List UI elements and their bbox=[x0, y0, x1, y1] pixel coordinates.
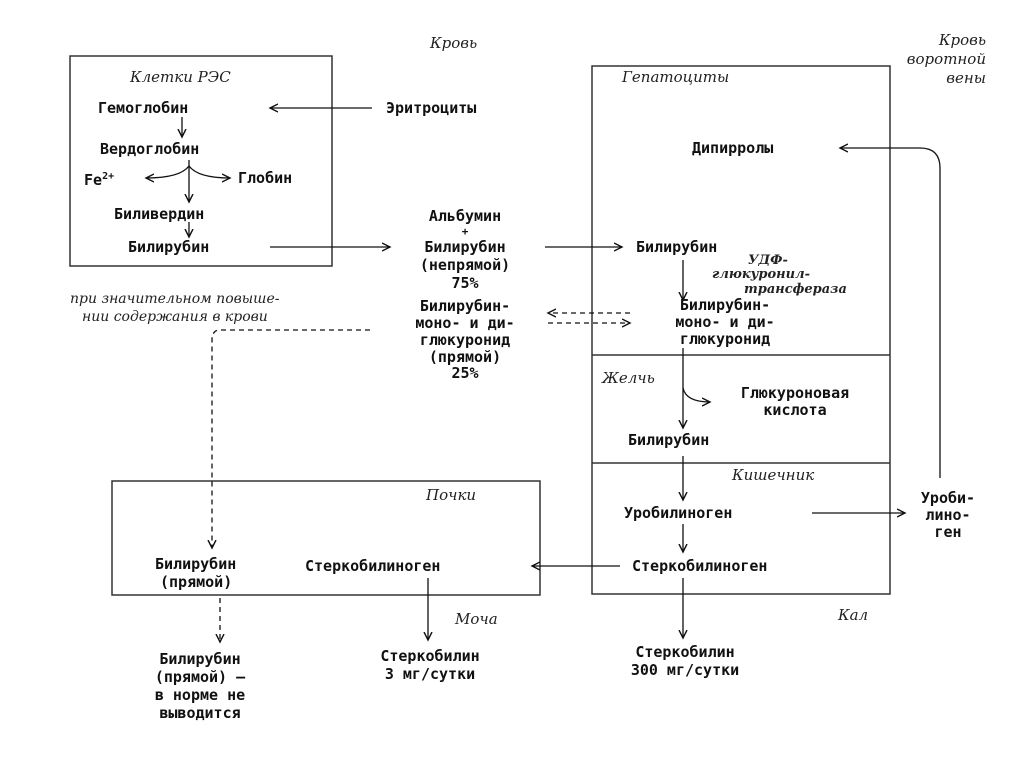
arrow-portal-dipyrroles bbox=[840, 148, 941, 478]
blood-label: Кровь bbox=[430, 34, 478, 52]
portal-blood-label-1: Кровь bbox=[938, 31, 986, 49]
dipyrroles: Дипирролы bbox=[692, 139, 774, 157]
liver-bilirubin: Билирубин bbox=[636, 238, 718, 256]
portal-blood-label-3: вены bbox=[946, 69, 986, 87]
intestine-label: Кишечник bbox=[732, 466, 815, 484]
blood-glucuronide-2: моно- и ди- bbox=[415, 314, 515, 332]
arrow-fe bbox=[146, 165, 190, 178]
urine-bilirubin-3: в норме не bbox=[154, 686, 246, 704]
hepatocytes-label: Гепатоциты bbox=[622, 68, 730, 86]
liver-glucuronide-2: моно- и ди- bbox=[675, 313, 775, 331]
kidney-bilirubin: Билирубин bbox=[155, 555, 237, 573]
erythrocytes: Эритроциты bbox=[386, 99, 477, 117]
portal-urobilinogen-2: лино- bbox=[925, 506, 971, 524]
verdoglobin: Вердоглобин bbox=[100, 140, 200, 158]
feces-stercobilin-amount: 300 мг/сутки bbox=[630, 661, 740, 679]
urine-bilirubin-1: Билирубин bbox=[159, 650, 241, 668]
albumin: Альбумин bbox=[428, 207, 502, 225]
blood-glucuronide-3: глюкуронид bbox=[419, 331, 511, 349]
kidney-stercobilinogen: Стеркобилиноген bbox=[305, 557, 441, 575]
res-cells-box bbox=[69, 55, 333, 267]
portal-urobilinogen-3: ген bbox=[934, 523, 962, 541]
feces-label: Кал bbox=[838, 606, 869, 624]
liver-glucuronide-1: Билирубин- bbox=[679, 296, 771, 314]
kidneys-label: Почки bbox=[426, 486, 477, 504]
arrow-glucuronic-acid bbox=[682, 387, 710, 402]
blood-bilirubin: Билирубин bbox=[424, 238, 506, 256]
albumin-plus: + bbox=[461, 225, 469, 238]
fe-ion: Fe2+ bbox=[84, 171, 115, 189]
high-level-note-2: нии содержания в крови bbox=[82, 309, 268, 325]
hepatocytes-box bbox=[591, 65, 891, 595]
res-cells-label: Клетки РЭС bbox=[130, 68, 231, 86]
intestine-stercobilinogen: Стеркобилиноген bbox=[632, 557, 768, 575]
indirect-percent: 75% bbox=[451, 274, 479, 292]
urine-stercobilin: Стеркобилин bbox=[380, 647, 480, 665]
enzyme-label-1: УДФ- bbox=[748, 253, 788, 268]
direct-percent: 25% bbox=[451, 364, 479, 382]
blood-glucuronide-direct: (прямой) bbox=[428, 348, 502, 366]
arrow-globin bbox=[188, 165, 230, 178]
glucuronic-acid-1: Глюкуроновая bbox=[740, 384, 850, 402]
hemoglobin: Гемоглобин bbox=[98, 99, 189, 117]
bile-label: Желчь bbox=[602, 369, 655, 387]
urine-bilirubin-4: выводится bbox=[159, 704, 241, 722]
urine-bilirubin-2: (прямой) — bbox=[154, 668, 246, 686]
urine-stercobilin-amount: 3 мг/сутки bbox=[384, 665, 476, 683]
enzyme-label-2: глюкуронил- bbox=[712, 267, 811, 282]
blood-glucuronide-1: Билирубин- bbox=[419, 297, 511, 315]
kidney-bilirubin-direct: (прямой) bbox=[160, 573, 233, 591]
blood-bilirubin-indirect: (непрямой) bbox=[419, 256, 511, 274]
arrow-direct-bilirubin-to-kidneys bbox=[212, 329, 370, 548]
res-bilirubin: Билирубин bbox=[128, 238, 210, 256]
liver-glucuronide-3: глюкуронид bbox=[679, 330, 771, 348]
portal-urobilinogen-1: Уроби- bbox=[920, 489, 976, 507]
glucuronic-acid-2: кислота bbox=[763, 401, 827, 419]
enzyme-label-3: трансфераза bbox=[744, 282, 847, 297]
bile-bilirubin: Билирубин bbox=[628, 431, 710, 449]
biliverdin: Биливердин bbox=[114, 205, 205, 223]
portal-blood-label-2: воротной bbox=[906, 50, 986, 68]
feces-stercobilin: Стеркобилин bbox=[635, 643, 735, 661]
high-level-note-1: при значительном повыше- bbox=[70, 291, 280, 307]
urine-label: Моча bbox=[455, 610, 498, 628]
kidneys-box bbox=[111, 480, 541, 596]
globin: Глобин bbox=[238, 169, 293, 187]
urobilinogen: Уробилиноген bbox=[624, 504, 733, 522]
